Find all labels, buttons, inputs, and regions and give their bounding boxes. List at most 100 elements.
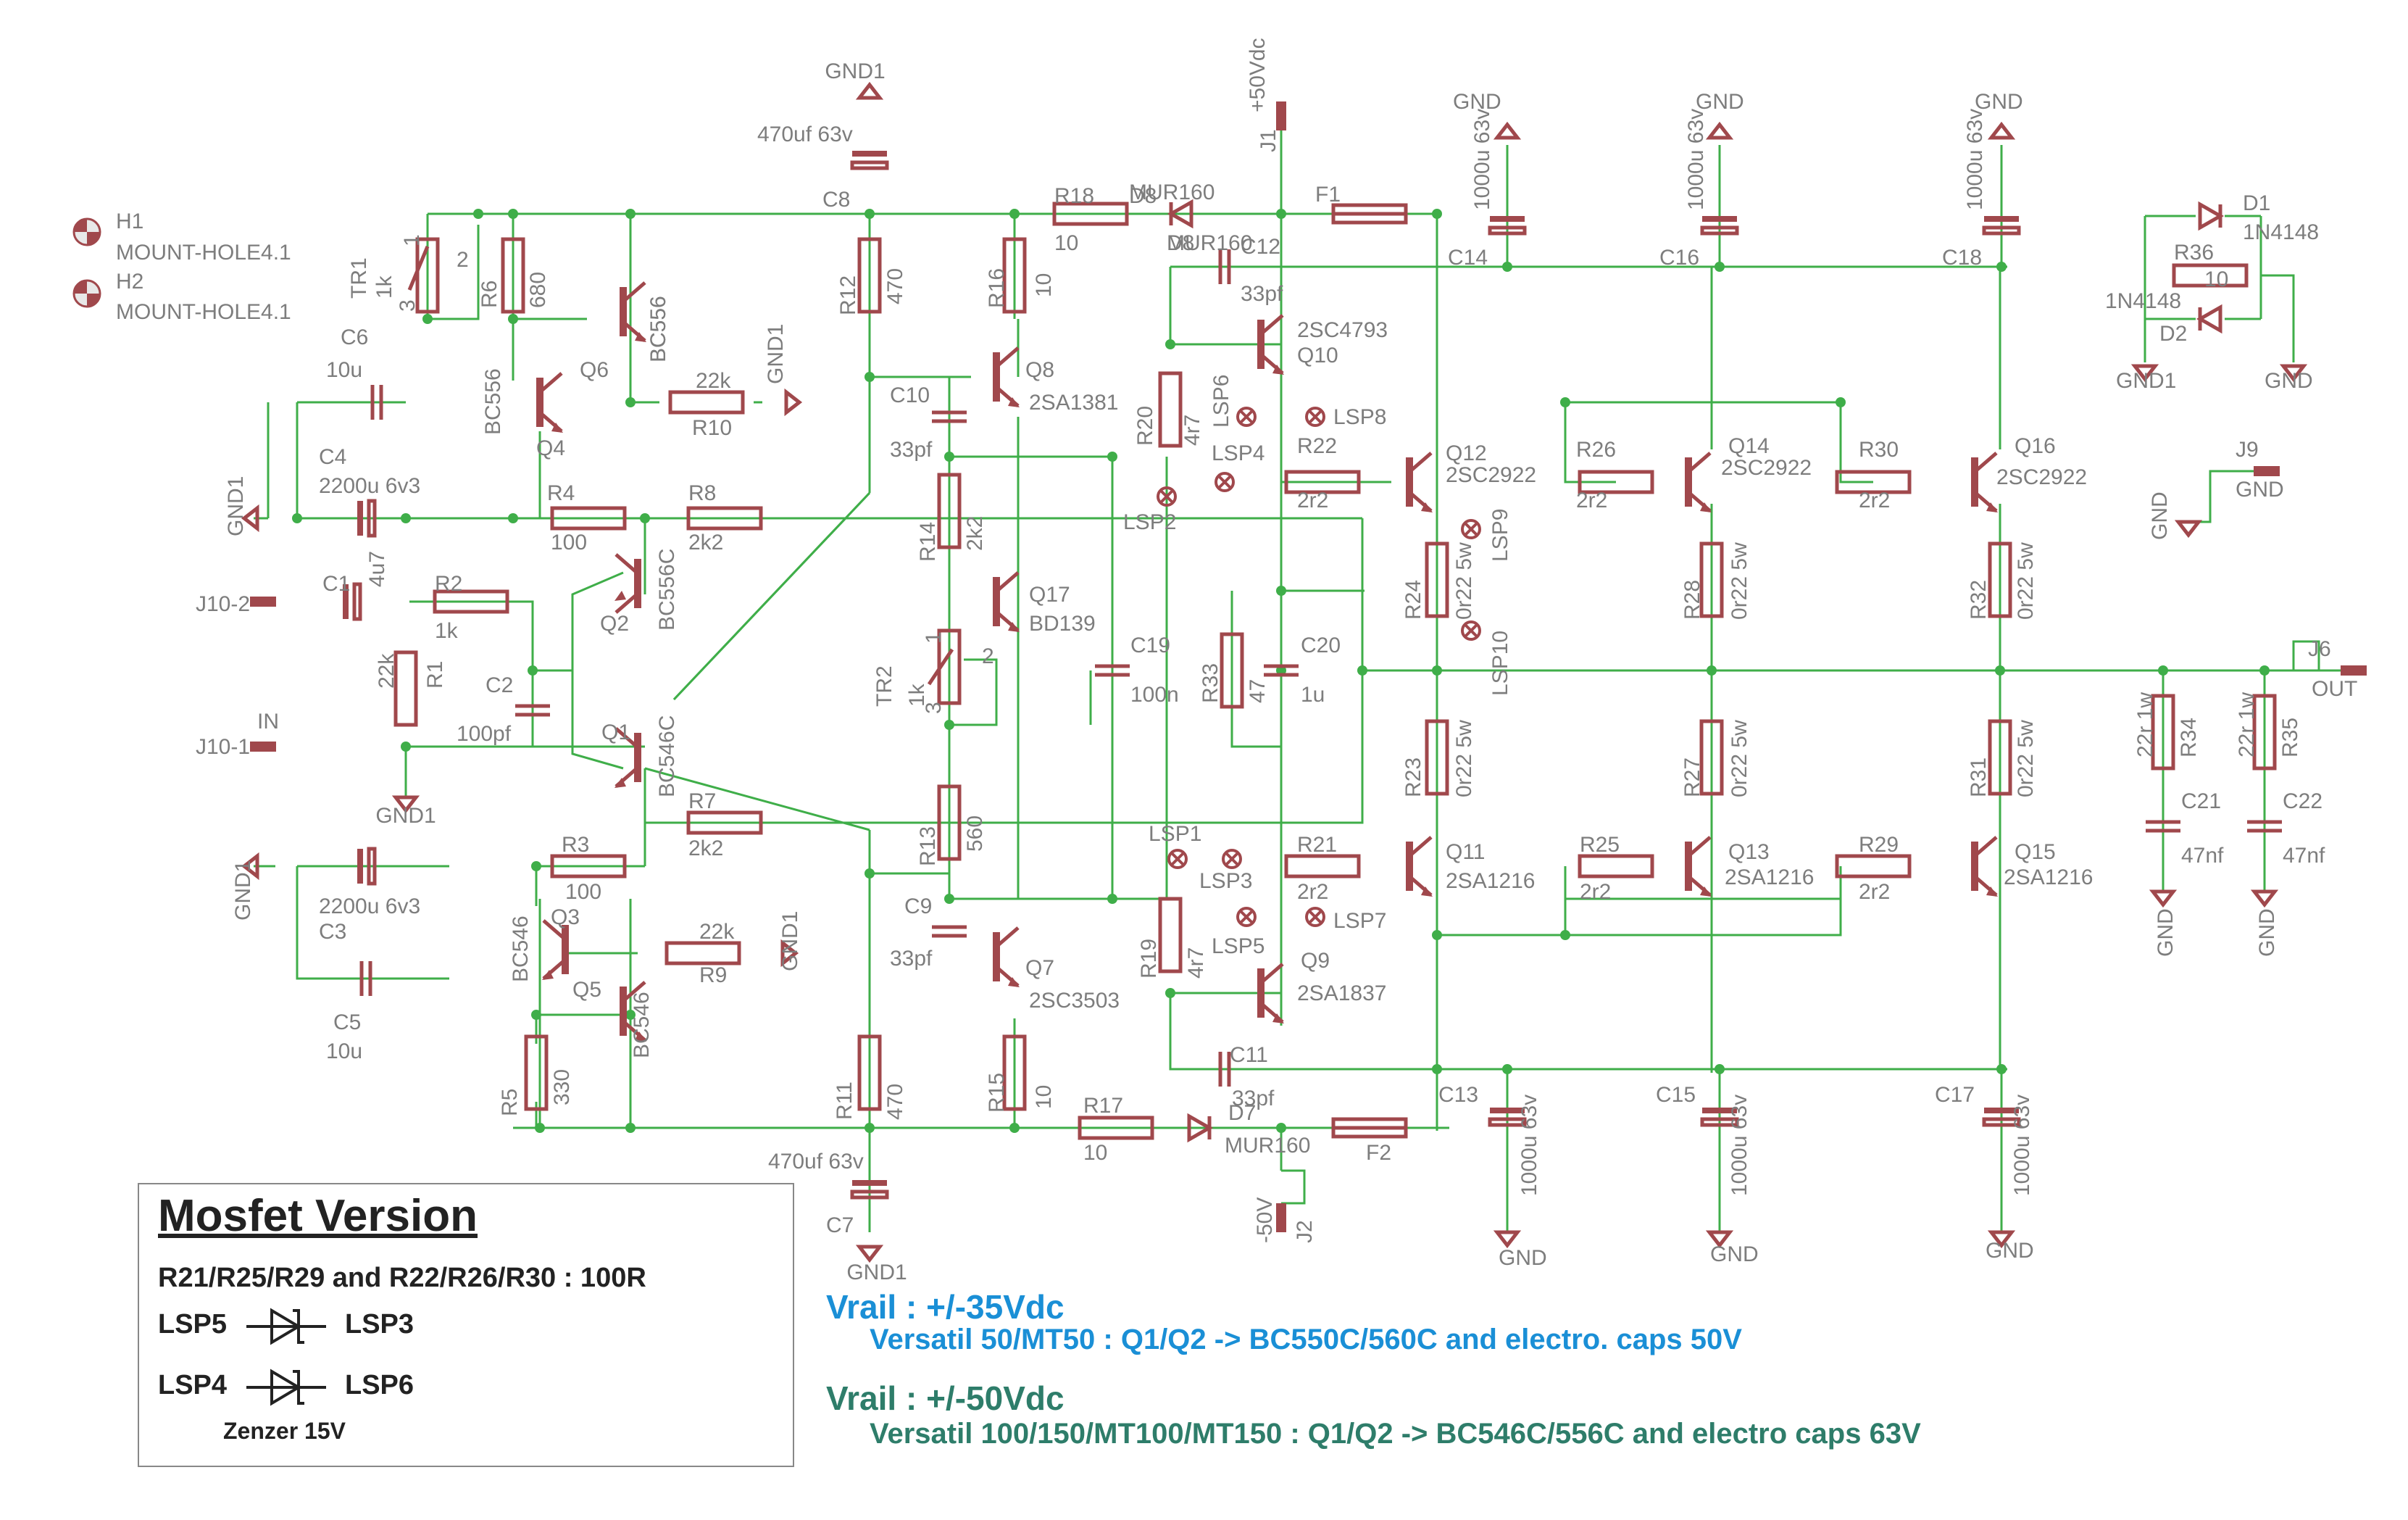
c13-value: 1000u 63v [1517, 1095, 1541, 1196]
q13-collector [1687, 836, 1712, 857]
r11-resistor [857, 1034, 882, 1111]
c14-value: 1000u 63v [1470, 109, 1494, 210]
tr1-pin2: 2 [457, 248, 469, 272]
lsp10-testpoint [1461, 620, 1481, 641]
junction-dot [2158, 665, 2168, 676]
d7-diode [1187, 1113, 1214, 1143]
r1-value: 22k [375, 653, 399, 689]
r28-resistor [1699, 541, 1724, 618]
r35-value: 22r 1w [2235, 692, 2259, 757]
junction-dot [531, 861, 541, 871]
r19-resistor [1158, 897, 1183, 973]
r25-value: 2r2 [1580, 880, 1611, 904]
gnd1-icon [241, 504, 259, 533]
d8-value: MUR160 [1129, 180, 1215, 204]
r5-ref: R5 [498, 1089, 522, 1116]
neg50-label: -50V [1253, 1197, 1277, 1243]
gnd-icon [2149, 889, 2178, 908]
r14-resistor [937, 473, 962, 549]
d8-ref: D8 [1167, 231, 1194, 255]
c13-electrolytic [1490, 1108, 1525, 1113]
tr1-ref: TR1 [347, 257, 371, 299]
junction-dot [508, 209, 518, 219]
r26-ref: R26 [1576, 438, 1616, 462]
lsp7-testpoint-x2 [1307, 909, 1323, 925]
lsp9-testpoint-x2 [1463, 521, 1479, 537]
gnd1-icon [241, 852, 259, 881]
r4-ref: R4 [547, 481, 575, 505]
c13-electrolytic-plate [1488, 1117, 1527, 1127]
wire [426, 214, 480, 320]
r23-resistor [1425, 719, 1449, 796]
gnd-label: GND [1975, 90, 2023, 114]
c13-ref: C13 [1438, 1083, 1478, 1107]
r24-value: 0r22 5w [1452, 542, 1476, 620]
c5-value: 10u [326, 1039, 362, 1063]
q4-ref: Q4 [536, 436, 565, 460]
r24-ref: R24 [1401, 580, 1425, 620]
c7-electrolytic-plate [850, 1189, 889, 1200]
r12-resistor [857, 237, 882, 314]
q9-transistor [1257, 968, 1265, 1018]
junction-dot [1432, 209, 1442, 219]
q15-ref: Q15 [2015, 840, 2056, 864]
d1-value: 1N4148 [2243, 220, 2319, 244]
q12-collector [1408, 452, 1433, 473]
q2-arrow [615, 591, 626, 601]
c21-ref: C21 [2181, 789, 2221, 813]
q7-collector [995, 926, 1020, 948]
c7-ref: C7 [826, 1213, 854, 1237]
r3-value: 100 [565, 880, 601, 904]
lsp2-testpoint-x2 [1159, 489, 1175, 504]
r30-resistor [1835, 470, 1912, 494]
r34-ref: R34 [2177, 718, 2201, 757]
gnd1-label: GND1 [231, 860, 255, 921]
q10-arrow [1272, 365, 1284, 375]
r26-resistor [1578, 470, 1654, 494]
q6-ref: Q6 [580, 358, 609, 382]
lsp6-testpoint [1236, 407, 1257, 427]
r8-resistor [686, 506, 763, 531]
junction-dot [1836, 397, 1846, 407]
r11-value: 470 [883, 1084, 907, 1120]
c18-ref: C18 [1942, 246, 1982, 270]
gnd-label: GND [2148, 491, 2172, 540]
c1-electrolytic [343, 584, 349, 619]
r30-value: 2r2 [1859, 489, 1890, 512]
q16-arrow [1986, 502, 1998, 512]
r14-value: 2k2 [963, 516, 987, 551]
c1-ref: C1 [322, 572, 350, 596]
q7-arrow [1008, 977, 1020, 987]
c19-ref: C19 [1130, 634, 1170, 657]
q8-collector [995, 346, 1020, 368]
r4-value: 100 [551, 531, 587, 555]
j1-label: J1 [1257, 129, 1280, 152]
wire [409, 600, 572, 672]
q2-collector [615, 553, 639, 575]
q1-transistor [634, 733, 641, 782]
q3-value: BC546 [509, 915, 533, 982]
q9-ref: Q9 [1301, 949, 1330, 973]
q14-collector [1687, 452, 1712, 473]
lsp10-label: LSP10 [1488, 631, 1512, 696]
lsp5-label: LSP5 [1212, 934, 1265, 958]
c10-value: 33pf [890, 438, 933, 462]
c8-ref: C8 [822, 188, 850, 212]
junction-dot [1107, 452, 1117, 462]
gnd-label: GND [1710, 1242, 1759, 1266]
junction-dot [1432, 665, 1442, 676]
junction-dot [401, 513, 411, 523]
lsp8-testpoint [1305, 407, 1325, 427]
r2-ref: R2 [435, 572, 462, 596]
gnd1-icon [784, 388, 803, 417]
junction-dot [1996, 262, 2007, 272]
r6-resistor [501, 237, 525, 314]
c2-value: 100pf [457, 722, 512, 746]
h1-ref: H1 [116, 209, 143, 233]
q16-value: 2SC2922 [1996, 465, 2087, 489]
d1-diode [2198, 201, 2225, 231]
lsp9-testpoint [1461, 519, 1481, 539]
q11-collector [1408, 836, 1433, 857]
c3-electrolytic-plate [367, 847, 377, 886]
gnd-label: GND [1453, 90, 1501, 114]
